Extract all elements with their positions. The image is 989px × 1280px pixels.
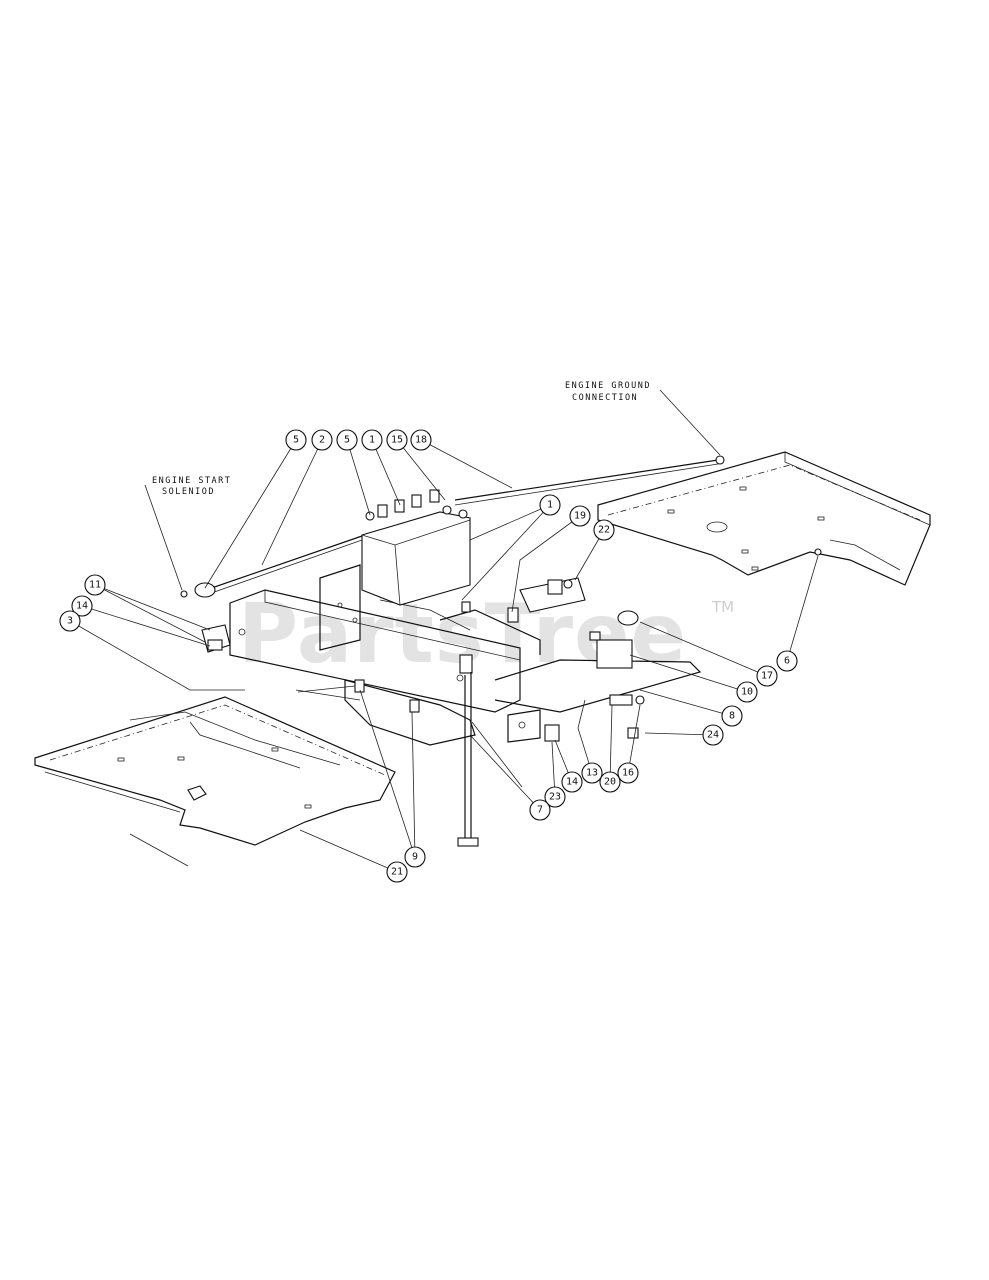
svg-text:19: 19 [574,511,586,522]
svg-text:9: 9 [412,852,418,863]
svg-text:6: 6 [784,656,790,667]
callout-11: 11 [84,574,106,596]
callout-10: 10 [736,681,758,703]
callout-18: 18 [410,429,432,451]
engine-start-label-line1: ENGINE START [152,476,231,486]
battery [361,489,471,606]
callout-19: 19 [569,505,591,527]
rear-deck-plate [597,451,931,586]
svg-text:13: 13 [586,768,598,779]
callout-1b: 1 [539,494,561,516]
callout-3: 3 [59,610,81,632]
svg-text:10: 10 [741,687,753,698]
callout-22: 22 [593,519,615,541]
callout-7: 7 [529,799,551,821]
callout-9: 9 [404,846,426,868]
svg-text:5: 5 [293,435,299,446]
svg-text:3: 3 [67,616,73,627]
svg-text:24: 24 [707,730,719,741]
callout-13: 13 [581,762,603,784]
svg-text:14: 14 [76,601,88,612]
svg-text:1: 1 [547,500,553,511]
callout-5b: 5 [336,429,358,451]
cables [180,455,725,598]
svg-text:15: 15 [391,435,403,446]
svg-text:21: 21 [391,867,403,878]
callout-8: 8 [721,705,743,727]
svg-text:17: 17 [761,671,773,682]
svg-text:16: 16 [622,768,634,779]
engine-ground-label-line2: CONNECTION [572,393,638,403]
svg-text:8: 8 [729,711,735,722]
callout-2: 2 [311,429,333,451]
svg-text:2: 2 [319,435,325,446]
svg-text:11: 11 [89,580,101,591]
svg-text:18: 18 [415,435,427,446]
callout-15: 15 [386,429,408,451]
callout-14b: 14 [561,771,583,793]
engine-start-label-line2: SOLENIOD [162,487,215,497]
callout-23: 23 [544,786,566,808]
callout-20: 20 [599,771,621,793]
components [201,577,645,847]
callout-24: 24 [702,724,724,746]
svg-text:20: 20 [604,777,616,788]
svg-text:22: 22 [598,525,610,536]
engine-ground-label-line1: ENGINE GROUND [565,381,651,391]
callout-14a: 14 [71,595,93,617]
front-deck-plate [34,696,396,867]
svg-text:14: 14 [566,777,578,788]
svg-text:1: 1 [369,435,375,446]
leader-lines [69,389,819,873]
watermark-tm: TM [711,598,734,616]
svg-text:23: 23 [549,792,561,803]
callout-21: 21 [386,861,408,883]
frame [229,564,702,746]
callout-5a: 5 [285,429,307,451]
callout-1a: 1 [361,429,383,451]
svg-text:7: 7 [537,805,543,816]
callout-16: 16 [617,762,639,784]
callout-6: 6 [776,650,798,672]
callout-17: 17 [756,665,778,687]
svg-text:5: 5 [344,435,350,446]
